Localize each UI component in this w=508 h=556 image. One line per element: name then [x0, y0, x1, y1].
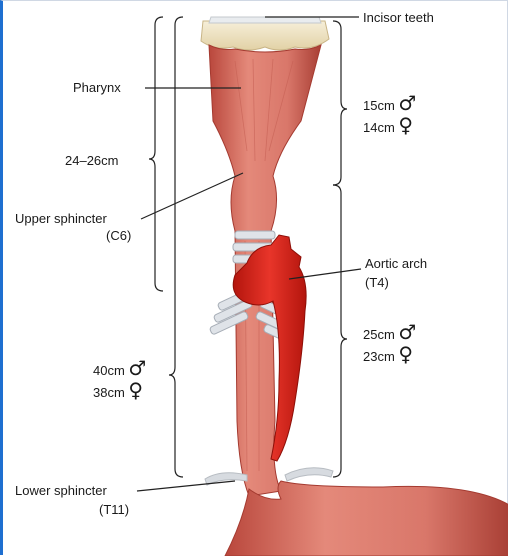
male-symbol-icon: ♂ — [398, 91, 416, 115]
female-symbol-icon: ♀ — [398, 342, 413, 366]
measure-lower-female: 23cm ♀ — [363, 345, 413, 365]
aortic-arch-label: Aortic arch — [365, 256, 427, 272]
incisor-teeth-label: Incisor teeth — [363, 10, 434, 26]
lower-sphincter-level: (T11) — [99, 502, 129, 518]
measure-total-male: 40cm ♂ — [93, 359, 146, 379]
range-upper-label: 24–26cm — [65, 153, 118, 169]
female-symbol-icon: ♀ — [128, 378, 143, 402]
upper-sphincter-level: (C6) — [106, 228, 131, 244]
upper-sphincter-label: Upper sphincter — [15, 211, 107, 227]
male-symbol-icon: ♂ — [398, 320, 416, 344]
measure-value: 23cm — [363, 349, 395, 364]
measure-upper-male: 15cm ♂ — [363, 94, 416, 114]
measure-lower-male: 25cm ♂ — [363, 323, 416, 343]
measure-value: 14cm — [363, 120, 395, 135]
pharynx-label: Pharynx — [73, 80, 121, 96]
male-symbol-icon: ♂ — [128, 356, 146, 380]
aortic-arch-level: (T4) — [365, 275, 389, 291]
incisor-teeth-shape — [201, 17, 329, 50]
female-symbol-icon: ♀ — [398, 113, 413, 137]
measure-value: 40cm — [93, 363, 125, 378]
measure-value: 15cm — [363, 98, 395, 113]
measure-value: 25cm — [363, 327, 395, 342]
measure-value: 38cm — [93, 385, 125, 400]
measure-upper-female: 14cm ♀ — [363, 116, 413, 136]
measure-total-female: 38cm ♀ — [93, 381, 143, 401]
lower-sphincter-label: Lower sphincter — [15, 483, 107, 499]
